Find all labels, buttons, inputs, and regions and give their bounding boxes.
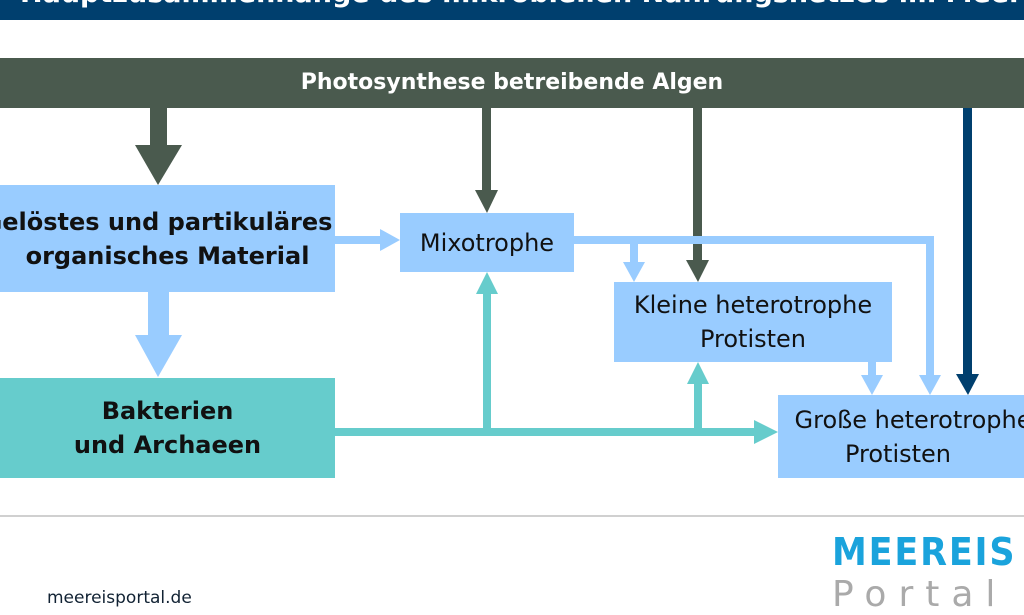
footer-divider [0, 515, 1024, 517]
arrow-algae-to-large-protists [956, 108, 979, 395]
node-bacteria-line2: und Archaeen [73, 431, 262, 459]
node-mixotrophs-label: Mixotrophe [419, 228, 555, 257]
node-organic-material: Gelöstes und partikuläres organisches Ma… [0, 185, 335, 292]
footer-url[interactable]: meereisportal.de [47, 588, 192, 608]
node-algae-label: Photosynthese betreibende Algen [300, 70, 724, 95]
arrow-bacteria-to-consumers [335, 272, 778, 444]
node-large-protists: Große heterotrophe Protisten [778, 395, 1024, 478]
arrow-algae-to-organic [135, 108, 182, 185]
arrow-algae-to-mixotrophs [475, 108, 498, 213]
logo-meereis: MEEREIS [832, 530, 1017, 574]
page-title: Hauptzusammenhänge des mikrobiellen Nahr… [20, 0, 1024, 9]
logo-portal: Portal [832, 574, 1008, 615]
node-bacteria: Bakterien und Archaeen [0, 378, 335, 478]
node-small-line1: Kleine heterotrophe [633, 291, 873, 319]
arrow-mixotrophs-to-protists [574, 236, 941, 395]
node-mixotrophs: Mixotrophe [400, 213, 574, 272]
node-bacteria-line1: Bakterien [101, 397, 234, 425]
node-small-protists: Kleine heterotrophe Protisten [614, 282, 892, 362]
node-organic-line2: organisches Material [25, 241, 310, 270]
arrow-small-to-large [861, 362, 883, 395]
arrows-layer [135, 108, 979, 444]
node-small-line2: Protisten [699, 325, 807, 353]
arrow-organic-to-bacteria [135, 292, 182, 377]
node-large-line1: Große heterotrophe [794, 405, 1024, 434]
node-algae: Photosynthese betreibende Algen [0, 58, 1024, 108]
arrow-algae-to-small-protists [686, 108, 709, 282]
arrow-organic-to-mixotrophs [335, 229, 400, 251]
title-bar: Hauptzusammenhänge des mikrobiellen Nahr… [0, 0, 1024, 20]
node-organic-line1: Gelöstes und partikuläres [0, 207, 333, 236]
node-large-line2: Protisten [844, 439, 952, 468]
